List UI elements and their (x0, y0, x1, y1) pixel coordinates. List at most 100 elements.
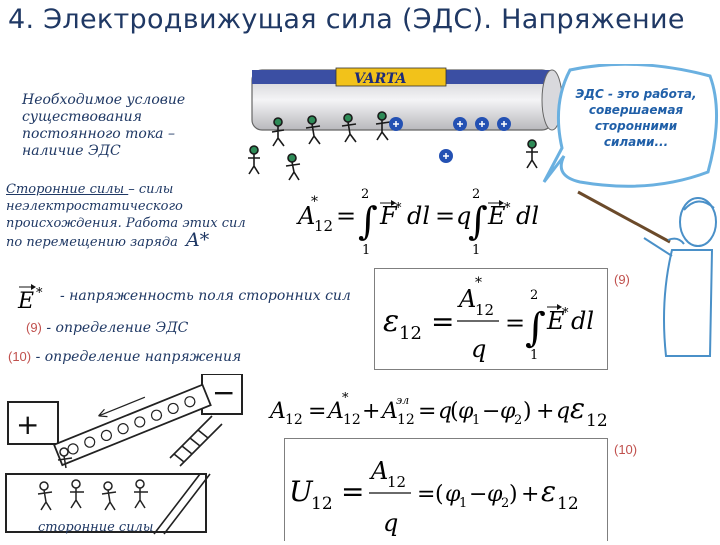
eq9-label: (9) (614, 272, 630, 287)
bubble-line-2: совершаемая (588, 103, 684, 117)
intro-line-2: существования (22, 109, 142, 125)
svg-text:2: 2 (530, 288, 538, 303)
svg-text:=: = (418, 399, 436, 424)
svg-text:=: = (341, 475, 364, 508)
speech-bubble-text: ЭДС - это работа, совершаемая сторонними… (566, 86, 706, 150)
svg-text:*: * (395, 201, 402, 216)
definition-line-1: – силы (128, 182, 174, 197)
svg-text:2: 2 (361, 187, 369, 202)
intro-text: Необходимое условие существования постоя… (22, 92, 185, 160)
battery-brand: VARTA (354, 71, 407, 87)
svg-text:A: A (369, 457, 388, 485)
bubble-line-1: ЭДС - это работа, (575, 87, 697, 101)
field-legend-text: - напряженность поля сторонних сил (60, 288, 351, 304)
svg-text:q: q (383, 509, 398, 537)
lecturer-figure (577, 190, 717, 357)
svg-text:=: = (431, 305, 454, 338)
svg-text:ε: ε (541, 475, 556, 508)
svg-text:dl: dl (516, 202, 539, 230)
svg-text:1: 1 (362, 243, 370, 258)
svg-text:2: 2 (514, 413, 522, 428)
svg-text:q: q (471, 335, 486, 363)
svg-text:): ) (509, 482, 518, 507)
svg-text:F: F (379, 202, 398, 230)
svg-text:dl: dl (407, 202, 430, 230)
svg-text:*: * (342, 391, 349, 406)
svg-text:U: U (289, 475, 314, 508)
svg-text:(: ( (450, 399, 459, 424)
work-symbol: A* (186, 229, 210, 251)
svg-text:*: * (311, 194, 318, 210)
svg-text:φ: φ (458, 399, 474, 424)
voltage-legend-number: (10) (8, 349, 32, 364)
bubble-line-3: сторонними (594, 119, 678, 133)
minus-terminal-sign: − (212, 376, 236, 409)
svg-text:q: q (438, 399, 452, 424)
definition-line-3: происхождения. Работа этих сил (6, 216, 246, 231)
svg-text:dl: dl (571, 307, 594, 335)
svg-text:A: A (326, 399, 344, 424)
svg-text:*: * (504, 201, 511, 216)
svg-text:∫: ∫ (525, 305, 546, 351)
voltage-formula-box: U 12 = A 12 q = ( φ 1 − φ 2 ) + ε 12 (284, 438, 608, 541)
third-party-forces-label: сторонние силы (38, 520, 154, 535)
svg-text:A: A (380, 399, 398, 424)
svg-text:−: − (469, 482, 487, 507)
svg-text:12: 12 (475, 301, 494, 319)
svg-text:E: E (17, 289, 34, 314)
battery-illustration: VARTA (248, 67, 563, 181)
svg-text:+: + (362, 399, 380, 424)
svg-text:1: 1 (459, 496, 467, 511)
svg-text:12: 12 (397, 412, 415, 428)
svg-text:=: = (417, 482, 435, 507)
svg-text:эл: эл (396, 394, 409, 407)
work-formula: A 12 * = ∫ 2 1 F * dl = q ∫ 2 1 E * dl (296, 187, 539, 258)
plus-terminal-sign: + (16, 408, 40, 441)
svg-text:+: + (521, 482, 539, 507)
svg-text:−: − (482, 399, 500, 424)
emf-formula-box: ε 12 = A 12 * q = ∫ 2 1 E * dl (374, 268, 608, 370)
svg-text:A: A (457, 285, 476, 313)
svg-text:ε: ε (383, 304, 399, 339)
svg-text:φ: φ (487, 482, 503, 507)
definition-line-2: неэлектростатического (6, 199, 183, 214)
svg-text:12: 12 (314, 217, 333, 235)
svg-text:∫: ∫ (358, 199, 378, 243)
svg-text:A: A (296, 202, 315, 230)
svg-text:=: = (505, 309, 525, 337)
svg-text:*: * (562, 306, 569, 321)
svg-text:*: * (36, 286, 43, 301)
positive-charges (389, 117, 511, 163)
svg-text:q: q (556, 399, 570, 424)
svg-text:12: 12 (311, 494, 333, 514)
total-work-formula: A 12 = A 12 * + A 12 эл = q ( φ 1 − φ 2 … (268, 391, 608, 431)
svg-text:1: 1 (530, 348, 538, 363)
svg-text:12: 12 (586, 411, 608, 431)
svg-text:12: 12 (343, 412, 361, 428)
intro-line-4: наличие ЭДС (22, 143, 121, 159)
svg-text:(: ( (435, 482, 444, 507)
svg-text:∫: ∫ (468, 199, 488, 243)
svg-text:*: * (475, 275, 482, 291)
svg-text:1: 1 (472, 243, 480, 258)
field-vector-symbol: E * (17, 284, 43, 314)
speech-bubble-shape (542, 64, 718, 188)
stick-figures (248, 111, 538, 181)
svg-text:): ) (523, 399, 532, 424)
bottom-diagram: + − сторонние силы (4, 374, 260, 540)
svg-text:12: 12 (387, 473, 406, 491)
svg-text:+: + (536, 399, 554, 424)
definition-line-4: по перемещению заряда (6, 235, 178, 250)
svg-text:E: E (546, 307, 565, 335)
svg-text:1: 1 (472, 413, 480, 428)
intro-line-3: постоянного тока – (22, 126, 175, 142)
svg-text:=: = (336, 202, 356, 230)
svg-text:=: = (308, 399, 326, 424)
svg-text:12: 12 (285, 412, 303, 428)
svg-text:A: A (268, 399, 286, 424)
svg-text:E: E (487, 202, 506, 230)
svg-text:2: 2 (472, 187, 480, 202)
bubble-line-4: силами... (603, 135, 669, 149)
svg-text:φ: φ (445, 482, 461, 507)
definition-term: Сторонние силы (6, 182, 129, 197)
